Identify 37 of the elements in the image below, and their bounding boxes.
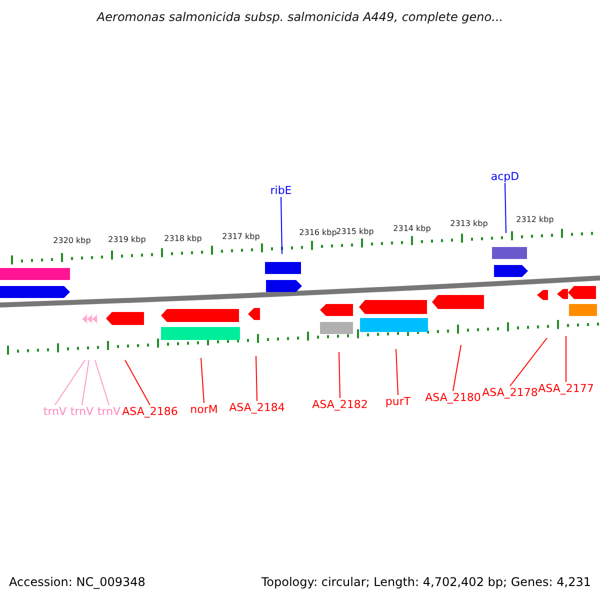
leader-line: [280, 196, 282, 254]
gene-label: purT: [385, 395, 411, 408]
leader-line: [94, 360, 110, 406]
gene-label: trnV: [97, 405, 121, 418]
scale-label: 2317 kbp: [222, 232, 260, 241]
scale-label: 2312 kbp: [516, 215, 554, 224]
gene-label: ribE: [270, 184, 292, 197]
scale-label: 2318 kbp: [164, 234, 202, 243]
leader-line: [124, 360, 150, 406]
scale-label: 2316 kbp: [299, 228, 337, 237]
leader-line: [200, 358, 204, 404]
leader-line: [338, 352, 340, 398]
leader-line: [256, 356, 258, 402]
footer-text: Topology: circular; Length: 4,702,402 bp; Genes: 4,231: [261, 575, 591, 589]
gene-label: acpD: [490, 170, 520, 183]
leader-line: [396, 348, 398, 396]
gene-label: ASA_2178: [482, 386, 538, 399]
scale-label: 2315 kbp: [336, 227, 374, 236]
title: Aeromonas salmonicida subsp. salmonicida A449, complete geno...: [95, 10, 504, 24]
scale-label: 2319 kbp: [108, 235, 146, 244]
scale-label: 2320 kbp: [53, 236, 91, 245]
leader-line: [82, 360, 90, 406]
leader-line: [510, 338, 548, 386]
gene-label: trnV: [43, 405, 67, 418]
leader-line: [54, 360, 86, 406]
gene-label: ASA_2177: [538, 382, 594, 395]
footer-text: Accession: NC_009348: [9, 575, 146, 589]
leader-line: [452, 344, 462, 392]
gene-label: norM: [190, 403, 218, 416]
gene-label: trnV: [70, 405, 94, 418]
gene-label: ASA_2182: [312, 398, 368, 411]
scale-label: 2314 kbp: [393, 224, 431, 233]
gene-label: ASA_2184: [229, 401, 285, 414]
scale-label: 2313 kbp: [450, 219, 488, 228]
leader-line: [504, 182, 506, 234]
gene-label: ASA_2180: [425, 391, 481, 404]
gene-label: ASA_2186: [122, 405, 178, 418]
